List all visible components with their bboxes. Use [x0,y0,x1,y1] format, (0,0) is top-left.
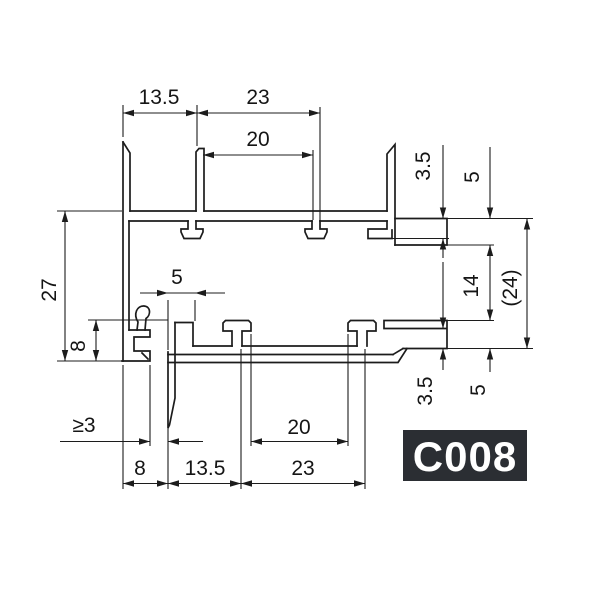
dim-label-right-5-bottom: 5 [467,384,490,396]
product-code-text: C008 [413,433,517,480]
top-hook-right-flange [367,220,393,240]
dim-label-left-27: 27 [38,278,61,301]
dimension-graphics [57,105,533,489]
bottom-rail-underside [167,347,409,364]
dimension-labels: 13.5 23 20 5 3.5 5 14 (24) 3.5 5 27 8 ≥3… [38,86,522,480]
product-code-badge: C008 [403,430,527,481]
dim-label-right-5-top: 5 [461,171,484,183]
wall-clip [121,329,151,362]
dim-label-left-8: 8 [67,340,90,352]
bottom-hook-right [347,319,377,347]
bottom-tab [174,321,194,347]
dim-label-top-23: 23 [246,86,269,109]
dim-label-right-14: 14 [460,274,483,298]
profile-outline [121,140,448,429]
dim-label-top-13-5: 13.5 [139,86,180,109]
dim-label-bottom-20: 20 [287,416,310,439]
dim-label-right-3-5-bottom: 3.5 [414,376,437,405]
left-fin-chamfer [121,140,131,212]
wall-clip-notch [140,351,150,361]
wall-curl-hook [134,305,151,331]
bottom-fin [167,321,176,429]
top-mid-fin [195,147,205,212]
bottom-hook-left [222,319,252,347]
bottom-right-block [383,319,448,356]
dim-label-bottom-min3: ≥3 [72,414,95,437]
product-code-background [403,430,527,481]
top-hook-left [180,220,204,240]
dim-label-bottom-8: 8 [134,457,146,480]
dim-label-bottom-13-5: 13.5 [185,457,226,480]
dim-label-top-20: 20 [246,128,269,151]
dim-label-bottom-23: 23 [291,457,314,480]
dim-label-mid-5: 5 [171,266,183,289]
top-right-step [394,217,448,246]
top-right-fin [386,142,396,246]
dim-label-right-3-5-top: 3.5 [412,151,435,180]
dim-label-right-24: (24) [499,269,522,306]
top-hook-mid [304,220,328,240]
